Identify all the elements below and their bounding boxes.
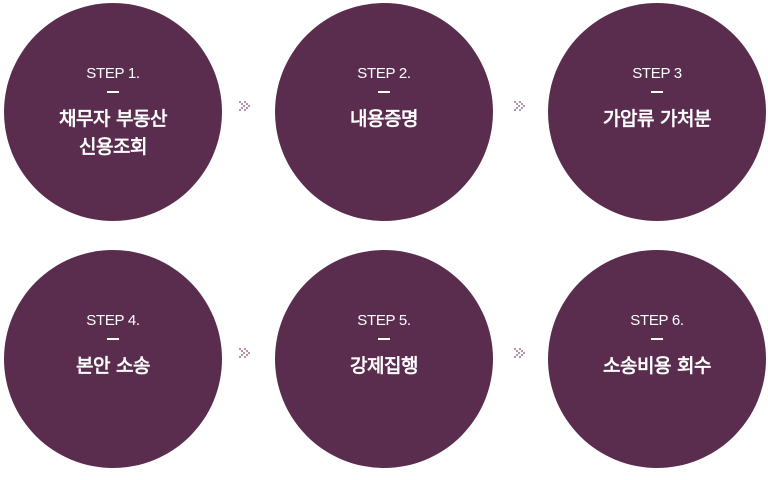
step-2-divider [378, 91, 390, 93]
step-1-title: 채무자 부동산 신용조회 [59, 108, 168, 158]
step-2-label: STEP 2. [357, 65, 411, 82]
double-chevron-right-icon [514, 101, 525, 111]
double-chevron-right-icon [239, 101, 250, 111]
step-2-circle: STEP 2. 내용증명 [275, 3, 493, 221]
step-4-circle: STEP 4. 본안 소송 [4, 250, 222, 468]
step-4-title: 본안 소송 [75, 355, 151, 377]
double-chevron-right-icon [514, 348, 525, 358]
step-5-circle: STEP 5. 강제집행 [275, 250, 493, 468]
step-3-circle: STEP 3 가압류 가처분 [548, 3, 766, 221]
step-1-label: STEP 1. [86, 65, 140, 82]
step-6-label: STEP 6. [630, 312, 684, 329]
step-4-divider [107, 338, 119, 340]
step-5-title: 강제집행 [350, 355, 418, 377]
step-5-divider [378, 338, 390, 340]
step-1-circle: STEP 1. 채무자 부동산 신용조회 [4, 3, 222, 221]
step-6-divider [651, 338, 663, 340]
step-1-divider [107, 91, 119, 93]
step-2-title: 내용증명 [350, 108, 418, 130]
step-3-divider [651, 91, 663, 93]
step-3-label: STEP 3 [632, 65, 682, 82]
step-4-label: STEP 4. [86, 312, 140, 329]
step-6-circle: STEP 6. 소송비용 회수 [548, 250, 766, 468]
double-chevron-right-icon [239, 348, 250, 358]
step-6-title: 소송비용 회수 [603, 355, 712, 377]
step-3-title: 가압류 가처분 [603, 108, 712, 130]
step-5-label: STEP 5. [357, 312, 411, 329]
